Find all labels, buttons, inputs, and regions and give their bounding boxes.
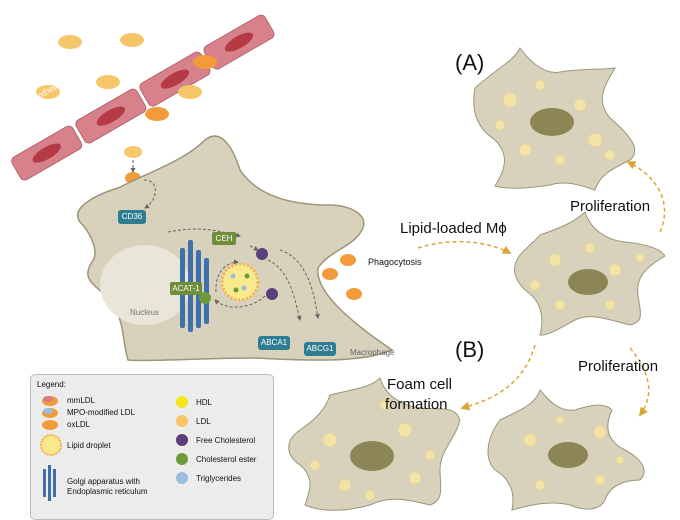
lipid-droplet-icon — [40, 434, 62, 456]
nucleus — [100, 245, 190, 325]
foam-cell-label-2: formation — [385, 396, 448, 413]
cholesterol-ester-icon — [176, 453, 188, 465]
transition-arrows — [460, 161, 666, 417]
legend-box: Legend: mmLDL MPO-modified LDL oxLDL Lip… — [30, 374, 274, 520]
abcg1-transporter: ABCG1 — [304, 342, 336, 356]
legend-icons — [40, 396, 62, 501]
oxldl-icon — [42, 420, 58, 430]
legend-item-triglycerides: Triglycerides — [196, 474, 242, 483]
ceh-enzyme: CEH — [212, 232, 236, 245]
proliferation-top-label: Proliferation — [570, 198, 651, 215]
hdl-icon — [176, 396, 188, 408]
golgi-icon-legend — [43, 465, 56, 501]
legend-item-er: Endoplasmic reticulum — [67, 487, 148, 496]
legend-item-mmldl: mmLDL — [67, 396, 96, 405]
panel-a-label: (A) — [455, 50, 485, 75]
legend-item-golgi: Golgi apparatus with — [67, 477, 140, 486]
lipid-droplet — [220, 262, 260, 302]
foam-cell-lipid-loaded — [514, 211, 666, 336]
legend-item-mpo-ldl: MPO-modified LDL — [67, 408, 136, 417]
mmldl-icon — [42, 396, 58, 406]
legend-item-hdl: HDL — [196, 398, 213, 407]
legend-item-lipid-droplet: Lipid droplet — [67, 441, 111, 450]
proliferation-bottom-label: Proliferation — [578, 358, 659, 375]
free-cholesterol-icon — [176, 434, 188, 446]
foam-cell-b-right — [487, 388, 645, 511]
legend-title: Legend: — [37, 380, 66, 389]
cell-lipid-droplets — [309, 79, 645, 501]
free-cholesterol — [256, 248, 268, 260]
free-cholesterol — [266, 288, 278, 300]
phagocytosis-label: Phagocytosis — [368, 257, 422, 267]
cholesterol-ester — [199, 292, 211, 304]
lipid-loaded-label: Lipid-loaded Mϕ — [400, 220, 507, 237]
legend-item-oxldl: oxLDL — [67, 420, 91, 429]
foam-cell-label-1: Foam cell — [387, 376, 453, 393]
acat1-enzyme: ACAT-1 — [170, 282, 202, 295]
legend-item-free-cholesterol: Free Cholesterol — [196, 436, 256, 445]
abca1-transporter: ABCA1 — [258, 336, 290, 350]
foam-cell-a — [473, 46, 636, 191]
macrophage-label: Macrophage — [350, 348, 395, 357]
legend-item-ldl: LDL — [196, 417, 211, 426]
panel-b-label: (B) — [455, 337, 485, 362]
nucleus-label: Nucleus — [130, 308, 159, 317]
ldl-particles — [36, 33, 202, 158]
lipid-loaded-arrow — [417, 240, 512, 254]
cd36-receptor: CD36 — [118, 210, 146, 224]
ldl-icon — [176, 415, 188, 427]
triglycerides-icon — [176, 472, 188, 484]
mpo-ldl-icon — [42, 408, 58, 418]
legend-item-cholesterol-ester: Cholesterol ester — [196, 455, 257, 464]
macrophage-cell — [77, 135, 394, 362]
